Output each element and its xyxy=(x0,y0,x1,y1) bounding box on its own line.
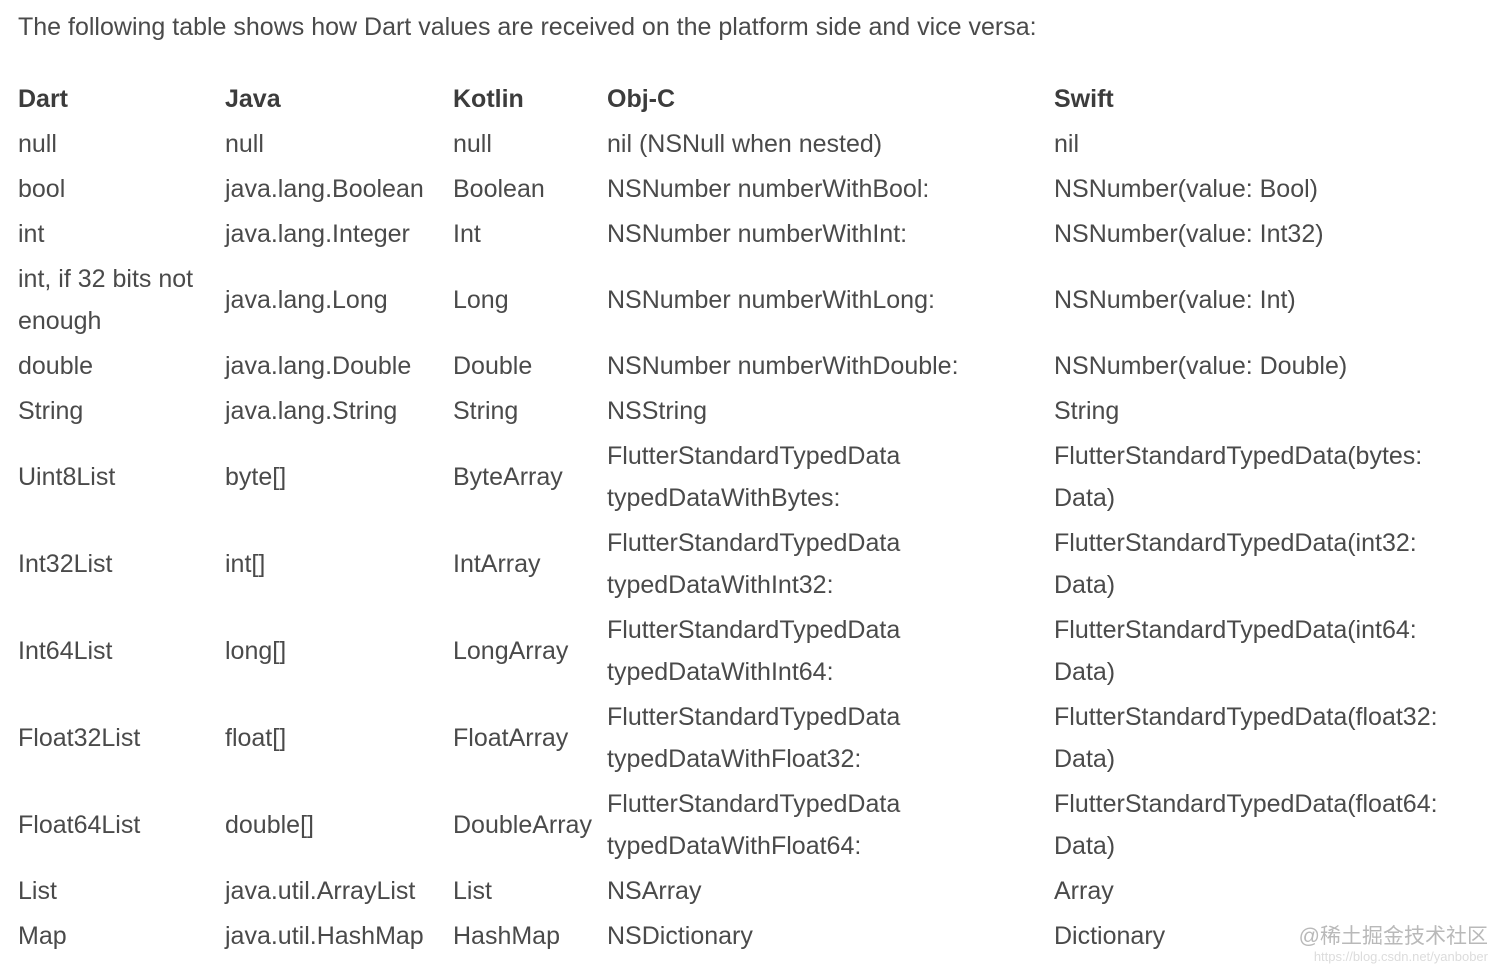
cell-objc-type: NSDictionary xyxy=(607,921,753,950)
cell-swift-type: Array xyxy=(1054,876,1114,905)
cell-java-type: int[] xyxy=(225,549,266,578)
cell-kotlin-type: ByteArray xyxy=(453,462,563,491)
cell-dart-type: Int32List xyxy=(18,549,113,578)
cell-kotlin-type: IntArray xyxy=(453,549,541,578)
cell-dart-type: Int64List xyxy=(18,636,113,665)
cell-swift-type: Dictionary xyxy=(1054,921,1166,950)
table-row: Float32List float[] FloatArray FlutterSt… xyxy=(18,694,1512,781)
cell-kotlin-type: Double xyxy=(453,351,533,380)
cell-kotlin-type: FloatArray xyxy=(453,723,569,752)
cell-java-type: java.lang.Double xyxy=(225,351,412,380)
cell-java-type: byte[] xyxy=(225,462,287,491)
cell-dart-type: Uint8List xyxy=(18,462,116,491)
table-row: int java.lang.Integer Int NSNumber numbe… xyxy=(18,211,1512,256)
cell-objc-type: NSNumber numberWithBool: xyxy=(607,174,930,203)
cell-dart-type: double xyxy=(18,351,94,380)
cell-dart-type: Float64List xyxy=(18,810,141,839)
cell-swift-type: NSNumber(value: Int32) xyxy=(1054,219,1324,248)
cell-dart-type: int xyxy=(18,219,45,248)
cell-swift-type: FlutterStandardTypedData(float32: Data) xyxy=(1054,702,1438,773)
cell-objc-type: FlutterStandardTypedData typedDataWithFl… xyxy=(607,789,901,860)
cell-dart-type: bool xyxy=(18,174,66,203)
cell-swift-type: NSNumber(value: Double) xyxy=(1054,351,1348,380)
table-row: Float64List double[] DoubleArray Flutter… xyxy=(18,781,1512,868)
cell-dart-type: String xyxy=(18,396,84,425)
cell-dart-type: Float32List xyxy=(18,723,141,752)
cell-dart-type: null xyxy=(18,129,57,158)
cell-objc-type: FlutterStandardTypedData typedDataWithIn… xyxy=(607,528,901,599)
column-header-dart: Dart xyxy=(18,84,69,113)
cell-kotlin-type: null xyxy=(453,129,492,158)
cell-dart-type: Map xyxy=(18,921,67,950)
intro-text: The following table shows how Dart value… xyxy=(18,13,1037,41)
cell-java-type: null xyxy=(225,129,264,158)
type-table-body: null null null nil (NSNull when nested) … xyxy=(18,121,1512,958)
cell-objc-type: FlutterStandardTypedData typedDataWithFl… xyxy=(607,702,901,773)
cell-java-type: double[] xyxy=(225,810,314,839)
cell-swift-type: FlutterStandardTypedData(bytes: Data) xyxy=(1054,441,1423,512)
cell-objc-type: NSNumber numberWithDouble: xyxy=(607,351,959,380)
cell-kotlin-type: List xyxy=(453,876,492,905)
cell-objc-type: NSString xyxy=(607,396,708,425)
cell-java-type: java.lang.Boolean xyxy=(225,174,424,203)
cell-java-type: java.util.ArrayList xyxy=(225,876,416,905)
cell-java-type: java.util.HashMap xyxy=(225,921,424,950)
cell-kotlin-type: String xyxy=(453,396,519,425)
cell-java-type: java.lang.String xyxy=(225,396,398,425)
cell-swift-type: FlutterStandardTypedData(float64: Data) xyxy=(1054,789,1438,860)
table-row: int, if 32 bits not enough java.lang.Lon… xyxy=(18,256,1512,343)
cell-dart-type: int, if 32 bits not enough xyxy=(18,264,194,335)
cell-objc-type: NSNumber numberWithLong: xyxy=(607,285,935,314)
cell-java-type: float[] xyxy=(225,723,287,752)
cell-kotlin-type: Long xyxy=(453,285,509,314)
cell-java-type: long[] xyxy=(225,636,287,665)
cell-kotlin-type: LongArray xyxy=(453,636,569,665)
cell-kotlin-type: Boolean xyxy=(453,174,545,203)
table-row: Uint8List byte[] ByteArray FlutterStanda… xyxy=(18,433,1512,520)
table-row: Int64List long[] LongArray FlutterStanda… xyxy=(18,607,1512,694)
cell-kotlin-type: DoubleArray xyxy=(453,810,592,839)
table-row: String java.lang.String String NSString … xyxy=(18,388,1512,433)
table-row: bool java.lang.Boolean Boolean NSNumber … xyxy=(18,166,1512,211)
cell-java-type: java.lang.Long xyxy=(225,285,388,314)
table-row: double java.lang.Double Double NSNumber … xyxy=(18,343,1512,388)
cell-swift-type: String xyxy=(1054,396,1120,425)
table-row: List java.util.ArrayList List NSArray Ar… xyxy=(18,868,1512,913)
table-row: Map java.util.HashMap HashMap NSDictiona… xyxy=(18,913,1512,958)
cell-dart-type: List xyxy=(18,876,57,905)
cell-swift-type: FlutterStandardTypedData(int32: Data) xyxy=(1054,528,1417,599)
cell-swift-type: NSNumber(value: Bool) xyxy=(1054,174,1318,203)
column-header-swift: Swift xyxy=(1054,84,1114,113)
cell-kotlin-type: HashMap xyxy=(453,921,560,950)
cell-java-type: java.lang.Integer xyxy=(225,219,410,248)
table-row: null null null nil (NSNull when nested) … xyxy=(18,121,1512,166)
cell-swift-type: NSNumber(value: Int) xyxy=(1054,285,1296,314)
table-row: Int32List int[] IntArray FlutterStandard… xyxy=(18,520,1512,607)
column-header-kotlin: Kotlin xyxy=(453,84,524,113)
cell-swift-type: FlutterStandardTypedData(int64: Data) xyxy=(1054,615,1417,686)
table-header-row: Dart Java Kotlin Obj-C Swift xyxy=(18,76,1512,121)
column-header-java: Java xyxy=(225,84,281,113)
cell-swift-type: nil xyxy=(1054,129,1080,158)
type-mapping-table: Dart Java Kotlin Obj-C Swift null null n… xyxy=(18,76,1512,958)
column-header-objc: Obj-C xyxy=(607,84,676,113)
cell-objc-type: nil (NSNull when nested) xyxy=(607,129,883,158)
cell-kotlin-type: Int xyxy=(453,219,481,248)
cell-objc-type: FlutterStandardTypedData typedDataWithIn… xyxy=(607,615,901,686)
cell-objc-type: NSArray xyxy=(607,876,702,905)
cell-objc-type: FlutterStandardTypedData typedDataWithBy… xyxy=(607,441,901,512)
cell-objc-type: NSNumber numberWithInt: xyxy=(607,219,908,248)
